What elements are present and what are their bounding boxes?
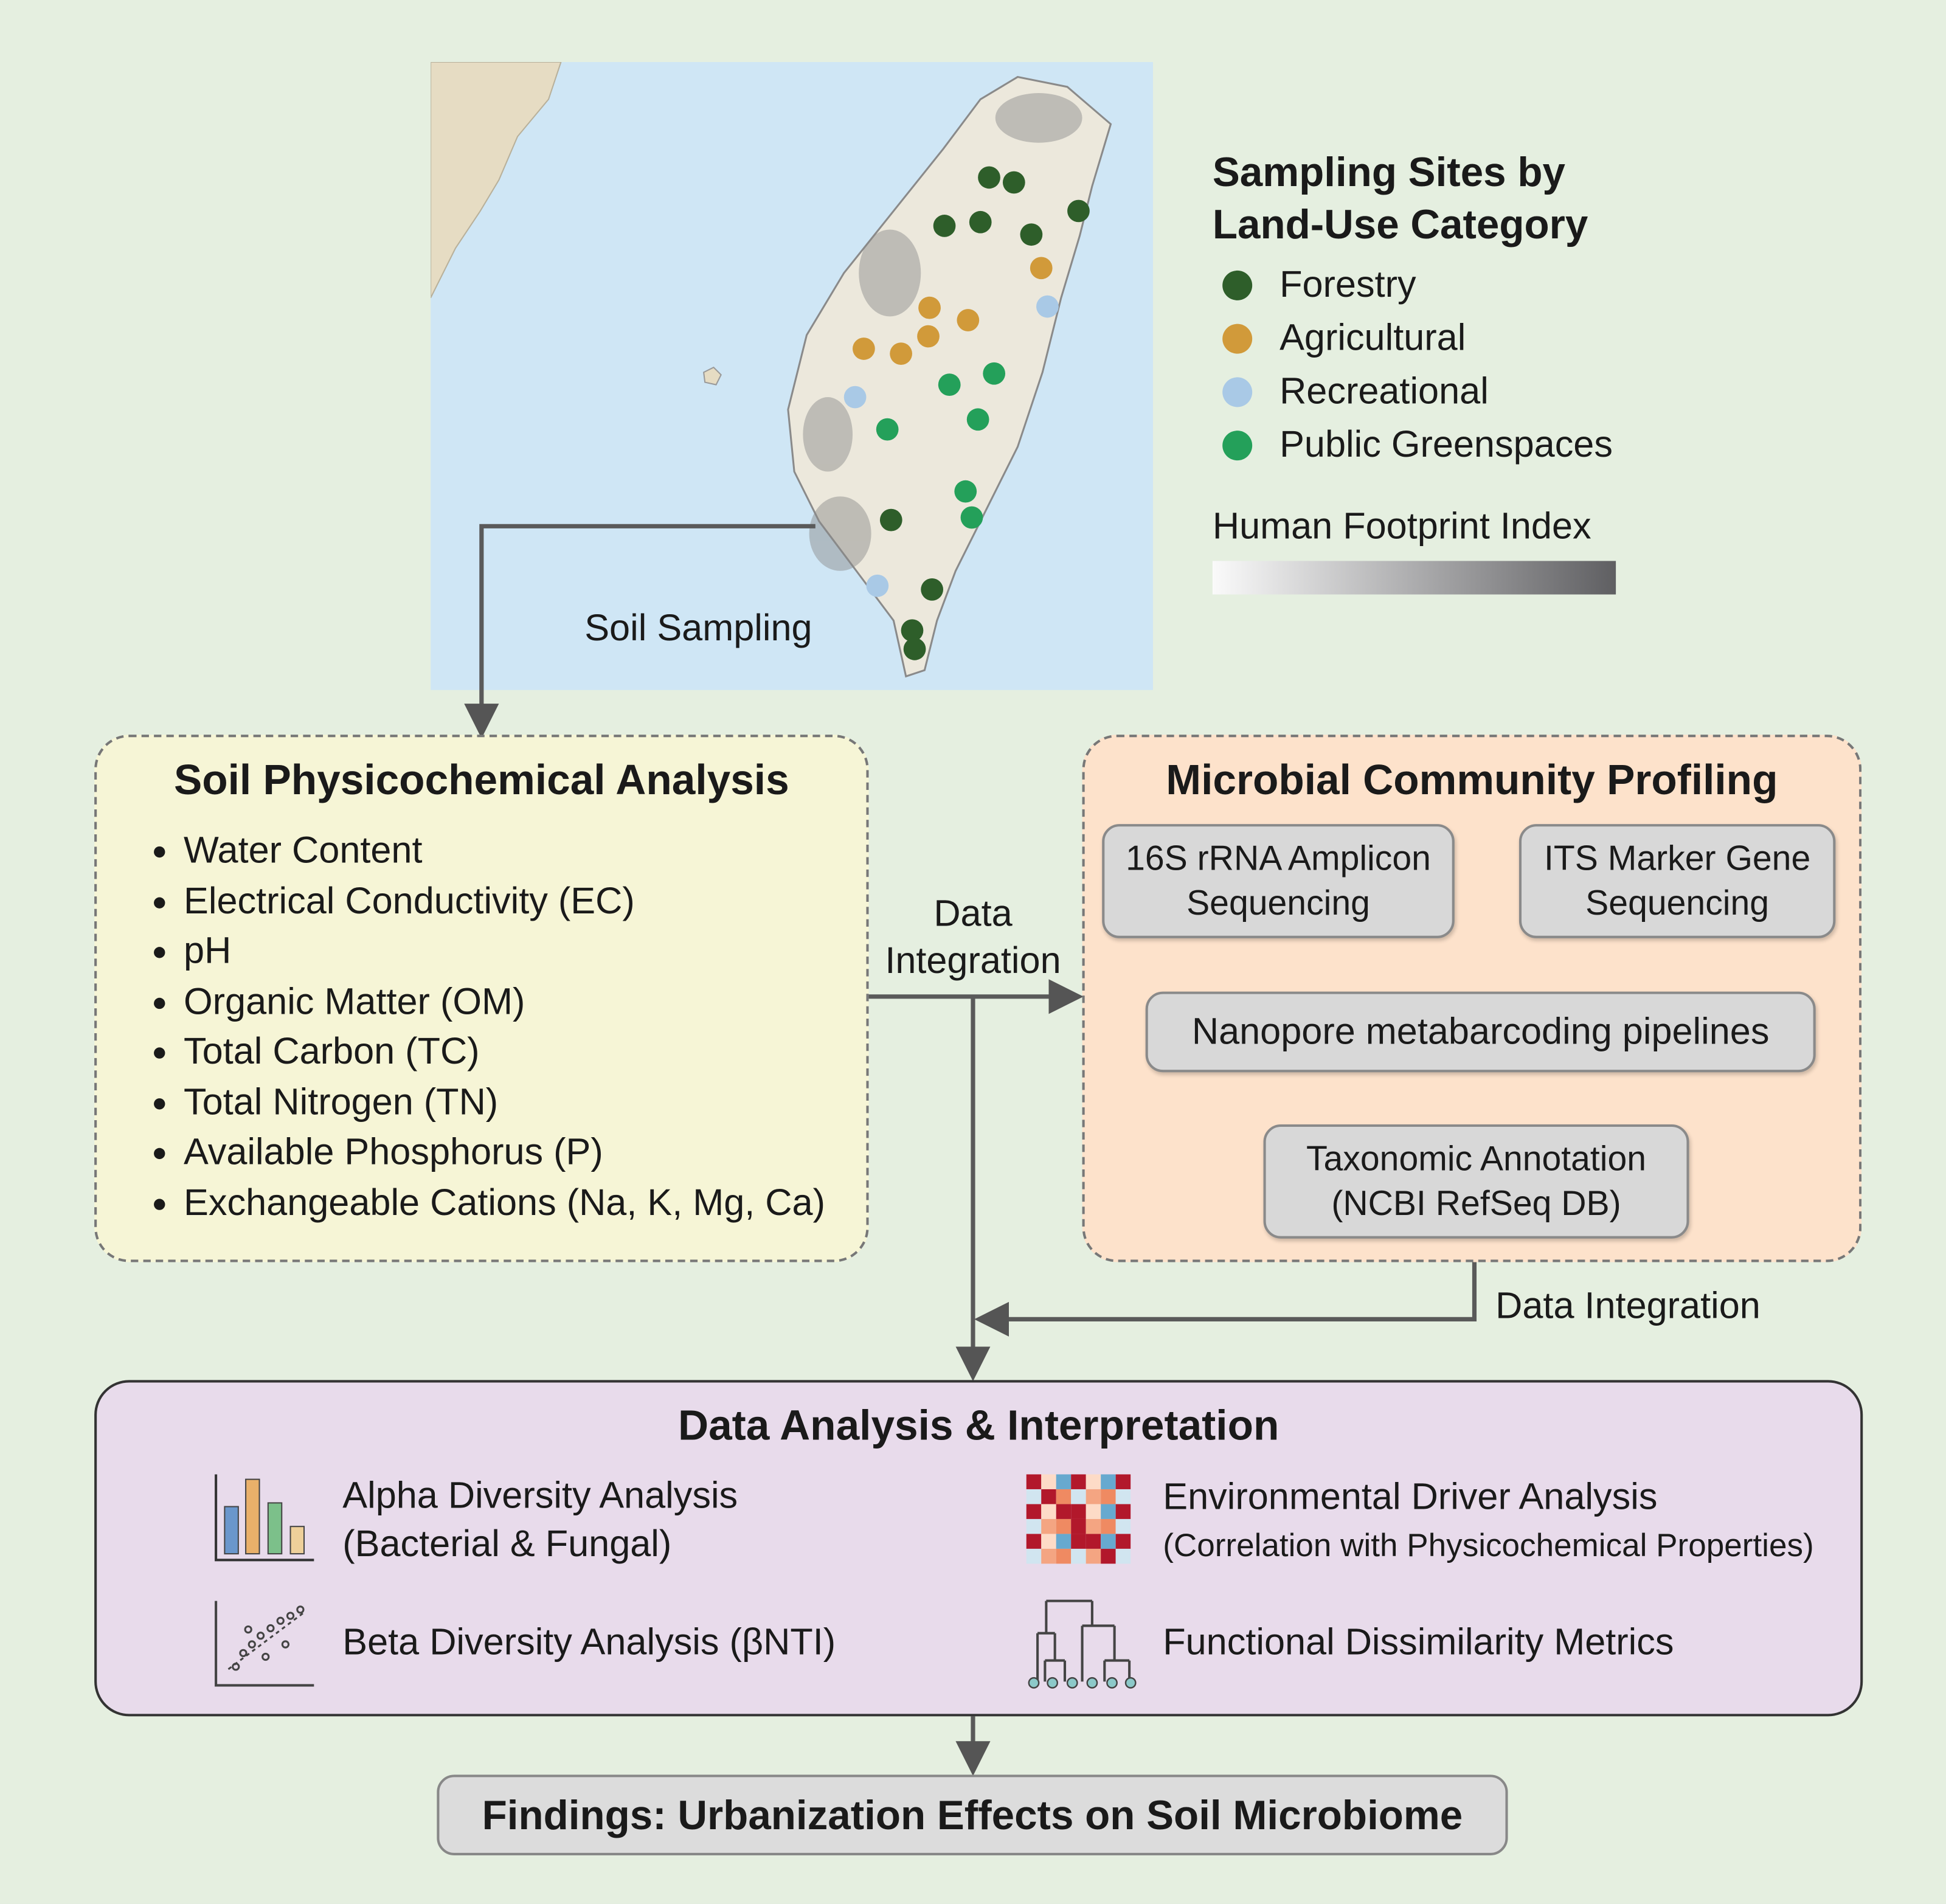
physicochemical-title: Soil Physicochemical Analysis [173, 756, 789, 805]
footprint-label: Human Footprint Index [1212, 506, 1591, 547]
analysis-title: Data Analysis & Interpretation [677, 1402, 1279, 1450]
list-item: Available Phosphorus (P) [184, 1128, 825, 1179]
sampling-site-dot [866, 574, 889, 597]
footprint-gradient-bar [1212, 561, 1616, 595]
sampling-site-dot [918, 296, 941, 319]
sampling-site-dot [1020, 223, 1043, 246]
sampling-arrow [464, 524, 815, 739]
physicochemical-list: Water Content Electrical Conductivity (E… [147, 826, 825, 1228]
sampling-site-dot [903, 637, 926, 660]
mainland-coast [431, 62, 562, 299]
taiwan-sampling-map [431, 62, 1153, 690]
list-item: pH [184, 927, 825, 977]
sampling-site-dot [890, 342, 912, 365]
sampling-site-dot [1030, 257, 1053, 280]
recreational-dot-icon [1222, 377, 1253, 407]
legend-item-agricultural: Agricultural [1222, 317, 1466, 359]
sampling-site-dot [1002, 171, 1025, 194]
legend-item-forestry: Forestry [1222, 265, 1416, 306]
sampling-site-dot [853, 338, 875, 360]
sampling-site-dot [957, 309, 980, 331]
integration-arrow-2 [974, 1262, 1477, 1337]
list-item: Total Nitrogen (TN) [184, 1078, 825, 1128]
map-graphic [431, 62, 1112, 678]
alpha-diversity-text: Alpha Diversity Analysis(Bacterial & Fun… [342, 1475, 738, 1565]
sampling-site-dot [966, 408, 989, 431]
findings-box: Findings: Urbanization Effects on Soil M… [437, 1774, 1508, 1855]
beta-diversity-text: Beta Diversity Analysis (βNTI) [342, 1622, 836, 1663]
physicochemical-panel: Soil Physicochemical Analysis Water Cont… [94, 735, 869, 1262]
legend-item-recreational: Recreational [1222, 371, 1489, 413]
greenspace-dot-icon [1222, 431, 1253, 461]
sampling-site-dot [969, 210, 992, 234]
sampling-site-dot [917, 325, 940, 348]
sampling-site-dot [876, 418, 899, 441]
sampling-site-dot [983, 362, 1006, 385]
list-item: Organic Matter (OM) [184, 977, 825, 1028]
sampling-site-dot [921, 578, 944, 601]
list-item: Total Carbon (TC) [184, 1028, 825, 1078]
list-item: Electrical Conductivity (EC) [184, 877, 825, 927]
microbial-title: Microbial Community Profiling [1166, 756, 1778, 805]
list-item: Water Content [184, 826, 825, 877]
agricultural-dot-icon [1222, 324, 1253, 354]
sampling-site-dot [879, 508, 902, 531]
sampling-site-dot [901, 619, 924, 642]
sampling-site-dot [1036, 295, 1059, 318]
sampling-site-dot [954, 480, 977, 503]
forestry-dot-icon [1222, 270, 1253, 300]
taxonomic-annotation-box: Taxonomic Annotation(NCBI RefSeq DB) [1263, 1124, 1689, 1239]
analysis-panel: Data Analysis & Interpretation [94, 1380, 1863, 1717]
legend-item-public-greenspaces: Public Greenspaces [1222, 424, 1613, 466]
nanopore-pipeline-box: Nanopore metabarcoding pipelines [1145, 991, 1816, 1073]
sampling-site-dot [843, 386, 867, 409]
environmental-driver-text: Environmental Driver Analysis(Correlatio… [1163, 1476, 1814, 1564]
list-item: Exchangeable Cations (Na, K, Mg, Ca) [184, 1179, 825, 1229]
penghu-islands [703, 366, 722, 386]
soil-sampling-label: Soil Sampling [584, 608, 812, 649]
sampling-site-dot [960, 506, 983, 529]
data-integration-label-2: Data Integration [1495, 1286, 1761, 1327]
sampling-site-dot [938, 373, 961, 396]
sampling-site-dot [933, 215, 956, 237]
functional-dissimilarity-text: Functional Dissimilarity Metrics [1163, 1622, 1674, 1663]
sampling-site-dot [978, 166, 1000, 189]
sampling-site-dot [1067, 199, 1090, 223]
